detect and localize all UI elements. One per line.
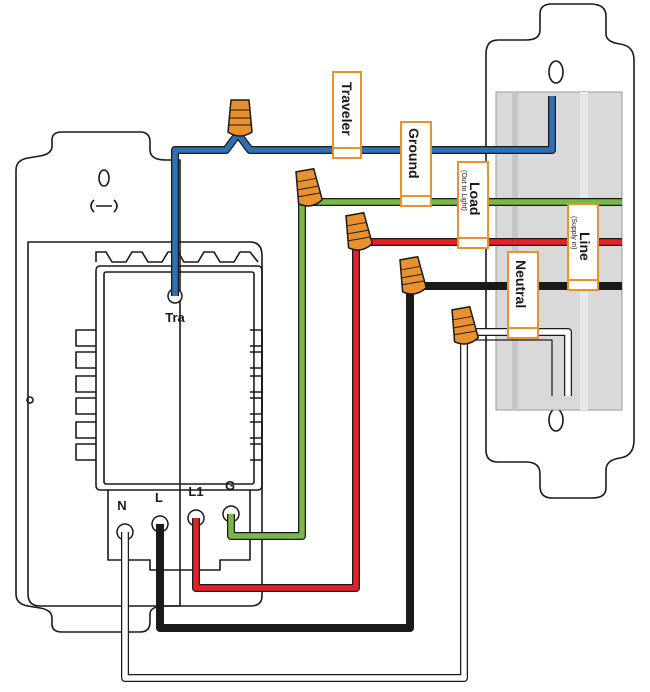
switch-right-fins — [250, 329, 263, 461]
switch-body — [27, 241, 263, 607]
wire-tags: Traveler Ground Load (Out to Light) Line… — [332, 71, 599, 339]
neutral-wire — [122, 329, 571, 681]
wire-nut-traveler-icon — [227, 99, 253, 137]
terminal-label-line: L — [155, 490, 163, 505]
tag-load-sublabel: (Out to Light) — [460, 170, 467, 211]
switch-face-inner — [103, 271, 255, 485]
tag-ground: Ground — [400, 121, 432, 207]
terminal-label-neutral: N — [117, 498, 126, 513]
smart-switch: Tra N L L1 G — [15, 131, 263, 633]
switch-screw-hole-top — [98, 169, 110, 187]
switch-side-screw — [26, 396, 34, 404]
tag-neutral: Neutral — [507, 251, 539, 339]
line-wire — [156, 282, 622, 632]
tag-load-label: Load — [467, 182, 483, 215]
neutral-wire-inner-line — [468, 339, 553, 396]
wire-nuts — [227, 99, 480, 345]
tag-traveler-label: Traveler — [339, 82, 355, 136]
tag-traveler: Traveler — [332, 71, 362, 159]
tag-line: Line (Supply in) — [567, 203, 599, 291]
tag-ground-label: Ground — [406, 128, 422, 179]
tag-load: Load (Out to Light) — [457, 161, 489, 249]
switch-mount-clip — [90, 199, 118, 213]
terminal-block — [107, 490, 251, 571]
tag-neutral-label: Neutral — [513, 260, 529, 308]
terminal-label-traveler: Tra — [165, 310, 185, 325]
wall-box-screw-hole-top — [548, 60, 564, 84]
wall-box-plate — [485, 3, 635, 499]
wire-nut-ground-icon — [295, 167, 324, 207]
load-wire — [193, 239, 622, 591]
wire-nut-line-icon — [399, 255, 428, 295]
wire-nut-neutral-icon — [451, 305, 480, 345]
wall-box-screw-hole-bottom — [548, 408, 564, 432]
wire-nut-load-icon — [345, 211, 374, 251]
terminal-label-ground: G — [225, 478, 235, 493]
switch-wall-plate — [15, 131, 181, 633]
tag-line-label: Line — [577, 232, 593, 261]
switch-left-fins — [75, 329, 96, 461]
tag-line-sublabel: (Supply in) — [570, 216, 577, 249]
terminal-label-load: L1 — [188, 484, 203, 499]
